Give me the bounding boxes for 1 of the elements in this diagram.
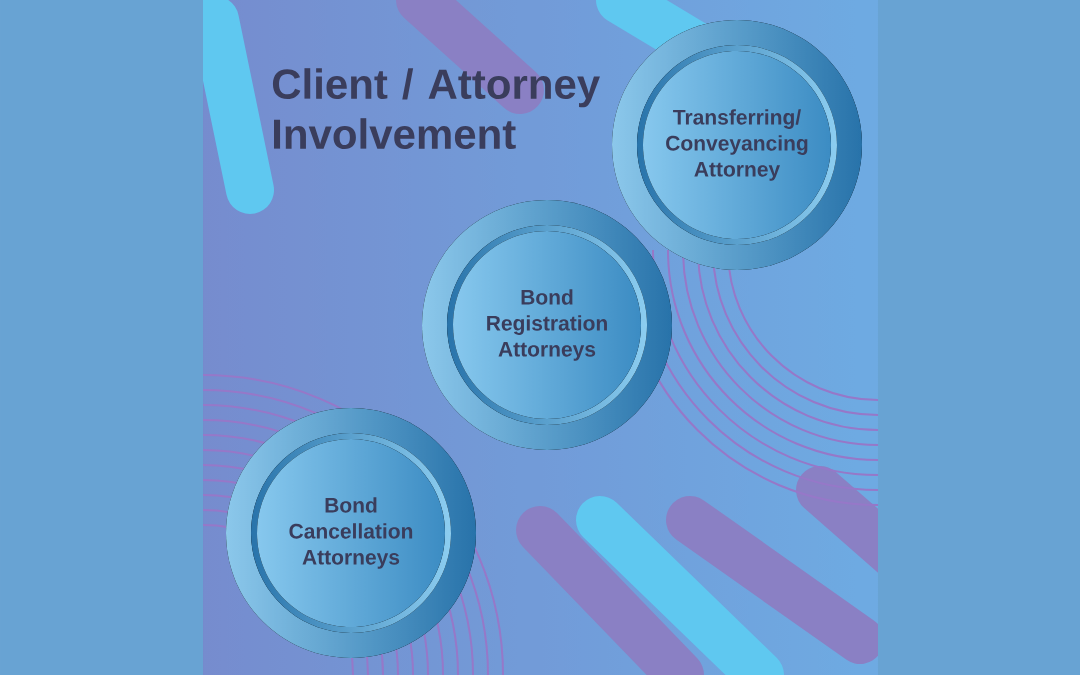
title: Client / Attorney Involvement bbox=[272, 68, 600, 150]
